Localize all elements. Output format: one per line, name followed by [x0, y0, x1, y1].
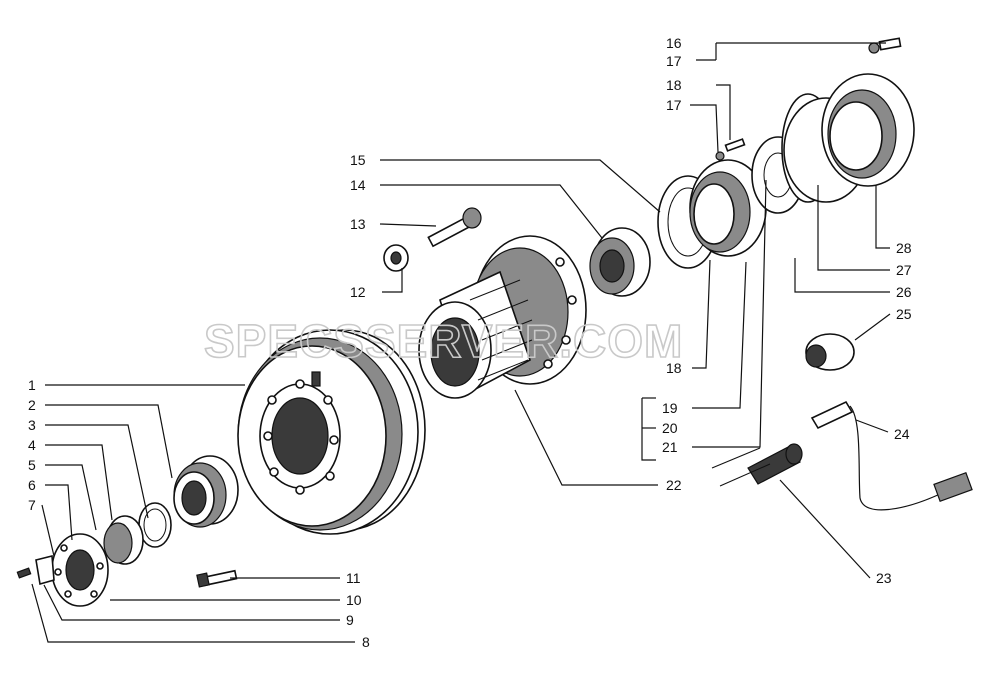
- outer-bearing-assembly: [103, 455, 239, 565]
- inner-bearing: [589, 227, 651, 297]
- callout-1: 1: [28, 377, 36, 393]
- wheel-hub: [418, 235, 587, 399]
- callout-17a: 17: [666, 53, 682, 69]
- callout-22: 22: [666, 477, 682, 493]
- callout-11: 11: [346, 570, 361, 586]
- callout-23: 23: [876, 570, 892, 586]
- callout-9: 9: [346, 612, 354, 628]
- callout-13: 13: [350, 216, 366, 232]
- callout-8: 8: [362, 634, 370, 650]
- callout-19: 19: [662, 400, 678, 416]
- sensor-bushing: [805, 333, 855, 371]
- leader-lines: [31, 42, 891, 643]
- callout-15: 15: [350, 152, 366, 168]
- callout-18a: 18: [666, 77, 682, 93]
- abs-sensor: [810, 400, 973, 511]
- callout-16: 16: [666, 35, 682, 51]
- callout-20: 20: [662, 420, 678, 436]
- bolt-11: [196, 569, 238, 588]
- callout-3: 3: [28, 417, 36, 433]
- callout-14: 14: [350, 177, 366, 193]
- hub-cap-assembly: [16, 533, 109, 607]
- wheel-nut: [383, 244, 409, 272]
- callout-28: 28: [896, 240, 912, 256]
- callout-labels: 1 2 3 4 5 6 7 8 9 10 11 12 13 14 15 16 1…: [28, 35, 912, 650]
- watermark: SPECSSERVER.COM: [204, 315, 683, 367]
- callout-24: 24: [894, 426, 910, 442]
- callout-26: 26: [896, 284, 912, 300]
- wheel-stud: [427, 207, 482, 248]
- callout-4: 4: [28, 437, 36, 453]
- callout-7: 7: [28, 497, 36, 513]
- callout-25: 25: [896, 306, 912, 322]
- brake-drum: [237, 329, 426, 535]
- callout-12: 12: [350, 284, 366, 300]
- callout-17b: 17: [666, 97, 682, 113]
- callout-5: 5: [28, 457, 36, 473]
- bolt-16: [868, 37, 902, 54]
- cover: [821, 73, 915, 187]
- sun-gear: [711, 443, 803, 487]
- callout-6: 6: [28, 477, 36, 493]
- callout-21: 21: [662, 439, 678, 455]
- stud-18: [715, 138, 746, 161]
- callout-27: 27: [896, 262, 912, 278]
- callout-10: 10: [346, 592, 362, 608]
- planetary-carrier: [689, 159, 767, 257]
- callout-2: 2: [28, 397, 36, 413]
- callout-18b: 18: [666, 360, 682, 376]
